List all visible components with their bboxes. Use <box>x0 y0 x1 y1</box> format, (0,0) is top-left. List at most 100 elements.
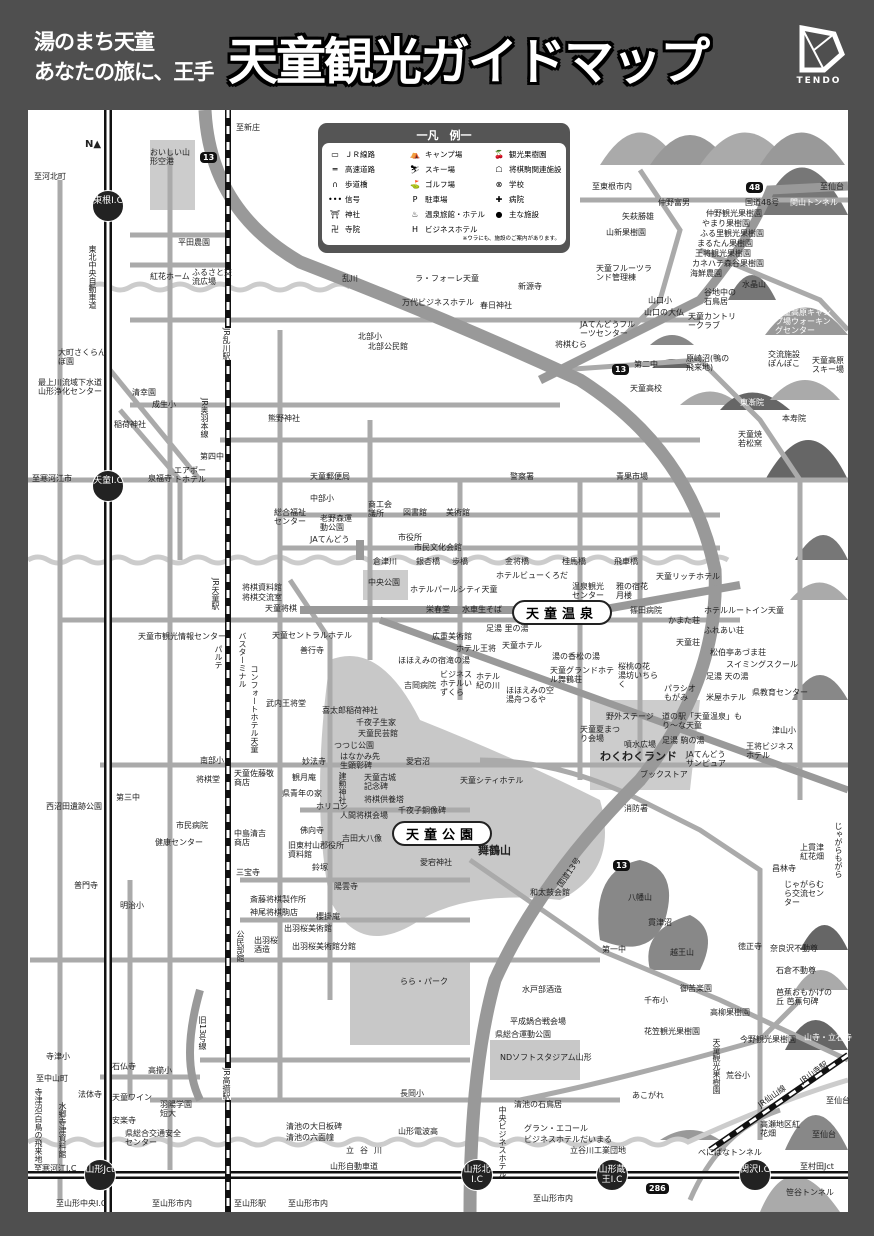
map-label: 第四中 <box>200 452 224 461</box>
jr-line-icon: ▭ <box>331 150 339 159</box>
map-label: 至河北町 <box>34 172 66 181</box>
map-label: 水車生そば <box>462 605 502 614</box>
map-label: 天童セントラルホテル <box>272 631 352 640</box>
sekizawa-ic[interactable]: 関沢I.C <box>739 1159 771 1191</box>
map-label: 交流施設ぽんぽこ <box>768 350 800 368</box>
map-label: JR高擶駅 <box>222 1068 231 1100</box>
map-label: 至山形市内 <box>152 1199 192 1208</box>
legend-item: 高速道路 <box>345 165 375 174</box>
map-label: ラ・フォーレ天童 <box>415 274 479 283</box>
slogan-line-1: 湯のまち天童 <box>34 29 155 54</box>
map-label: 第一中 <box>602 945 626 954</box>
rivers <box>28 281 848 1148</box>
map-label: 善行寺 <box>300 646 324 655</box>
map-label: ふるさと交流広場 <box>192 268 232 286</box>
national-roads <box>186 110 848 1212</box>
yamagata-jct[interactable]: 山形Jct <box>84 1159 116 1191</box>
map-label: 水晶山 <box>742 280 766 289</box>
map-label: 第三中 <box>116 793 140 802</box>
map-label: グラン・エコール <box>524 1124 588 1133</box>
legend-item: ゴルフ場 <box>425 180 455 189</box>
map-label: 法体寺 <box>78 1090 102 1099</box>
tendo-logo: TENDO <box>784 22 854 92</box>
map-label: 至仙台 <box>820 182 844 191</box>
map-label: 芭蕉おもかげの丘 芭蕉句碑 <box>776 988 832 1006</box>
legend-item: スキー場 <box>425 165 455 174</box>
map-label: 松伯亭あづま荘 <box>710 648 766 657</box>
map-label: 春日神社 <box>480 301 512 310</box>
map-label: 稲荷神社 <box>114 420 146 429</box>
map-label: べにばなトンネル <box>698 1148 762 1157</box>
map-label: 石倉不動尊 <box>776 966 816 975</box>
map-label: 至寒河江I.C <box>34 1164 77 1173</box>
map-label: 越王山 <box>670 948 694 957</box>
map-label: 将棋堂 <box>196 775 220 784</box>
yamagata-zao-ic[interactable]: 山形蔵王I.C <box>596 1159 628 1191</box>
map-label: ふれあい荘 <box>704 626 744 635</box>
tendo-ic[interactable]: 天童I.C <box>92 470 124 502</box>
map-label: 市民文化会館 <box>414 543 462 552</box>
map-label: 足湯 駒の湯 <box>662 736 705 745</box>
map-label: 櫻掛庵 <box>316 912 340 921</box>
map-label: 銀杏橋 <box>416 557 440 566</box>
map-label: おいしい山形空港 <box>150 148 190 166</box>
map-label: 舞鶴山 <box>478 844 511 857</box>
map-label: パラシオもがみ <box>664 684 696 702</box>
map-label: 桂馬橋 <box>562 557 586 566</box>
map-label: JR奥羽本線 <box>200 398 209 438</box>
map-label: 出羽桜美術館分館 <box>292 942 356 951</box>
map-label: 天童ホテル <box>502 641 542 650</box>
map-label: 高瀬地区紅花畑 <box>760 1120 800 1138</box>
map-label: 国道48号 <box>745 198 780 207</box>
map-label: 天童リッチホテル <box>656 572 720 581</box>
legend-item: 病院 <box>509 195 524 204</box>
map-label: 将棋資料館 <box>242 583 282 592</box>
legend-item: 将棋駒関連施設 <box>509 165 562 174</box>
map-label: 県青年の家 <box>282 789 322 798</box>
map-label: 寺津小 <box>46 1052 70 1061</box>
map-label: あこがれ <box>632 1091 664 1100</box>
map-label: 紅花ホーム <box>150 272 190 281</box>
map-label: 将棋供養塔 <box>364 795 404 804</box>
map-label: JR天童駅 <box>211 578 220 610</box>
map-label: やまり果樹園 <box>702 219 750 228</box>
parking-icon: P <box>412 195 418 204</box>
map-label: 笹谷トンネル <box>786 1188 834 1197</box>
map-label: 市民病院 <box>176 821 208 830</box>
header: 湯のまち天童 あなたの旅に、王手 天童観光ガイドマップ TENDO <box>0 0 874 110</box>
map-label: 立谷川工業団地 <box>570 1146 626 1155</box>
yamagata-kita-ic[interactable]: 山形北I.C <box>461 1159 493 1191</box>
route-286-shield: 286 <box>646 1183 669 1194</box>
map-label: 陽雲寺 <box>334 882 358 891</box>
lala-park-area <box>350 960 470 1045</box>
map-label: ブックストア <box>640 770 688 779</box>
legend-item: ＪＲ線路 <box>345 150 375 159</box>
map-label: 山口の大仏 <box>644 308 684 317</box>
map-label: ホテルパールシティ天童 <box>410 585 498 594</box>
map-label: ホテル王将 <box>456 644 496 653</box>
map-label: JR乱川駅 <box>222 328 231 360</box>
map-label: 野外ステージ <box>606 712 654 721</box>
map-label: 湯の香松の湯 <box>552 652 600 661</box>
map-label: 篠田病院 <box>630 606 662 615</box>
map-label: 商工会議所 <box>368 500 392 518</box>
map-label: 清幸園 <box>132 388 156 397</box>
map-label: 飛車橋 <box>614 557 638 566</box>
map-label: ふる里観光果樹園 <box>700 229 764 238</box>
map-label: じゃがらむら交流センター <box>784 880 824 907</box>
legend-item: ビジネスホテル <box>425 225 478 234</box>
map-label: 千布小 <box>644 996 668 1005</box>
slogan-line-2: あなたの旅に、王手 <box>34 59 214 84</box>
map-label: 天童高校 <box>630 384 662 393</box>
map-label: 天童荘 <box>676 638 700 647</box>
map-label: 至山形中央I.C <box>56 1199 107 1208</box>
higashine-ic[interactable]: 東根I.C <box>92 190 124 222</box>
map-label: 天童観光果樹園 <box>712 1038 721 1094</box>
footbridge-icon: ∩ <box>332 180 338 189</box>
map-label: つつじ公園 <box>334 741 374 750</box>
map-label: 天童カントリークラブ <box>688 312 736 330</box>
map-area[interactable]: 13 48 13 13 286 東根I.C 天童I.C 山形Jct 山形北I.C… <box>28 110 848 1212</box>
map-label: JAてんどうサンピュア <box>686 750 726 768</box>
map-label: 昌林寺 <box>772 864 796 873</box>
map-label: 雨呼山 <box>810 914 834 923</box>
